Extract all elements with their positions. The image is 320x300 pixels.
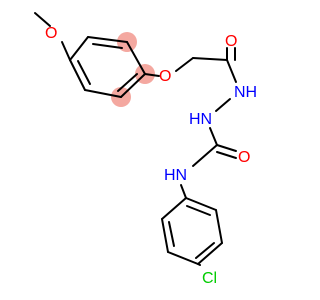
anilide-hn-label: HN xyxy=(164,167,187,184)
bond xyxy=(215,209,223,244)
double-bond-outer xyxy=(216,144,237,152)
bond xyxy=(197,242,223,265)
structure-diagram: O O O NH HN O HN xyxy=(34,12,257,287)
hydrazine-hn-label: HN xyxy=(189,111,212,128)
bond xyxy=(87,36,128,43)
ether-linker: O xyxy=(144,57,228,85)
bond xyxy=(84,89,122,98)
acyl-group: O NH xyxy=(225,33,257,101)
bond xyxy=(144,73,160,77)
bond xyxy=(175,57,194,72)
methoxy-oxygen-label: O xyxy=(45,25,57,42)
bond xyxy=(167,251,199,265)
molecule-canvas: O O O NH HN O HN xyxy=(34,12,257,287)
ether-oxygen-label: O xyxy=(159,68,171,85)
bond xyxy=(215,98,231,112)
urea-oxygen-label: O xyxy=(238,149,250,166)
acyl-oxygen-label: O xyxy=(225,33,237,50)
bond xyxy=(185,197,217,211)
double-bond-inner xyxy=(77,60,91,85)
bond xyxy=(180,184,187,199)
bond xyxy=(197,263,201,266)
urea-carbonyl: O HN xyxy=(164,144,250,199)
bond xyxy=(61,41,71,61)
bond xyxy=(161,218,169,253)
bond xyxy=(120,73,146,98)
hydrazine-link: HN xyxy=(189,98,231,146)
methoxyphenyl-ring xyxy=(69,36,146,98)
double-bond-inner xyxy=(168,221,175,247)
bond xyxy=(126,41,146,75)
double-bond-inner xyxy=(92,43,123,49)
bond xyxy=(69,36,89,61)
double-bond-inner xyxy=(186,205,211,216)
double-bond-inner xyxy=(216,151,237,159)
bond xyxy=(34,12,51,27)
chlorophenyl-ring xyxy=(161,197,223,265)
double-bond-inner xyxy=(195,242,215,259)
bond xyxy=(192,144,218,167)
hydrazide-nh-label: NH xyxy=(234,84,257,101)
bond xyxy=(226,59,237,83)
bond xyxy=(69,59,86,91)
bond xyxy=(161,197,187,220)
chlorine-label: Cl xyxy=(202,270,217,287)
bond xyxy=(209,127,218,146)
double-bond-inner xyxy=(117,73,138,92)
chlorine-substituent: Cl xyxy=(197,263,217,287)
bond xyxy=(192,57,228,61)
methoxy-group: O xyxy=(34,12,71,61)
